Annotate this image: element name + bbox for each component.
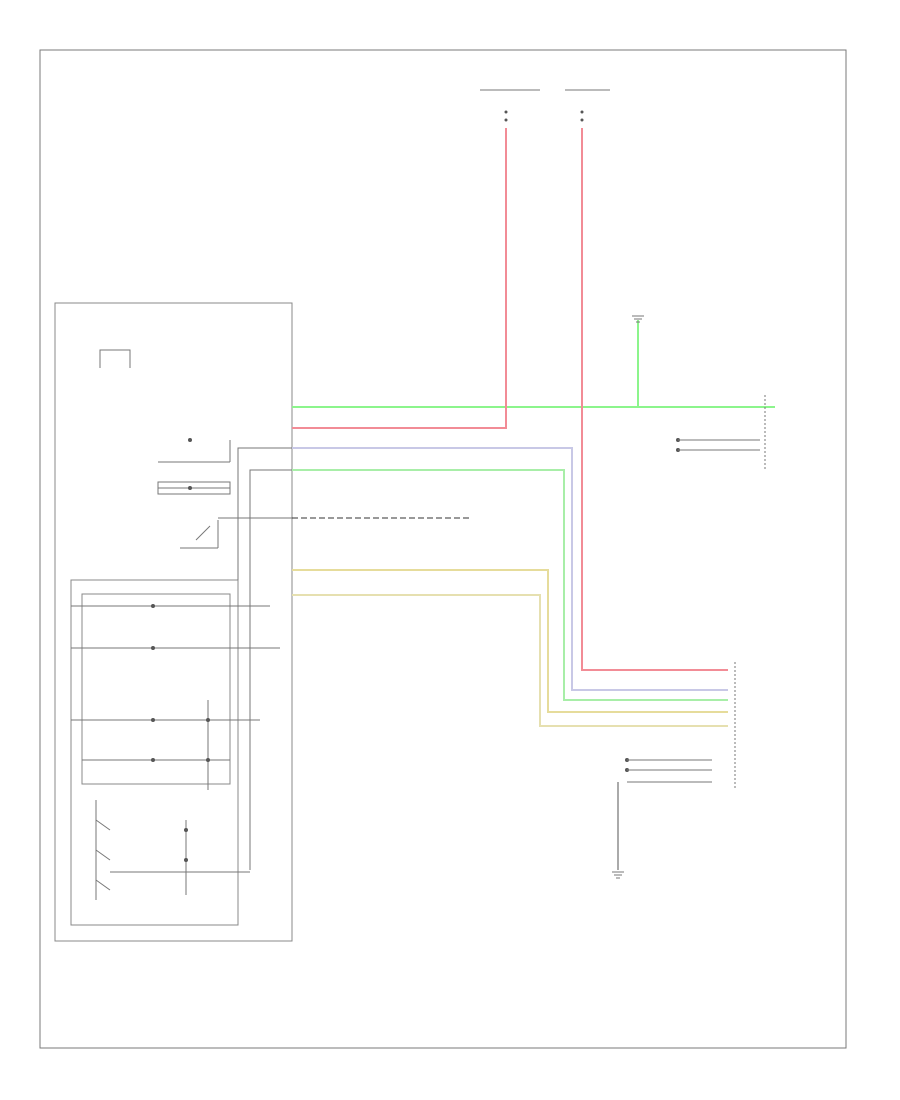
connector-pins-right <box>625 395 766 790</box>
diagram-frame <box>39 49 847 1049</box>
switch-contacts <box>157 438 231 549</box>
relay-symbol <box>99 349 131 368</box>
wire-red-right <box>581 128 728 671</box>
mirror-switch-assembly-box <box>70 579 239 926</box>
internal-wiring <box>71 447 292 900</box>
wire-yellow-1 <box>292 569 728 713</box>
ground-symbol-bottom <box>612 871 624 879</box>
wire-light-green <box>292 469 728 701</box>
ground-symbol-top <box>632 315 644 323</box>
wire-red-left <box>292 128 507 429</box>
wire-gray-1 <box>292 447 728 691</box>
top-connectors <box>480 89 610 122</box>
main-control-module-box <box>54 302 293 942</box>
switch-inner-box <box>81 593 231 785</box>
wire-yellow-2 <box>292 594 728 727</box>
